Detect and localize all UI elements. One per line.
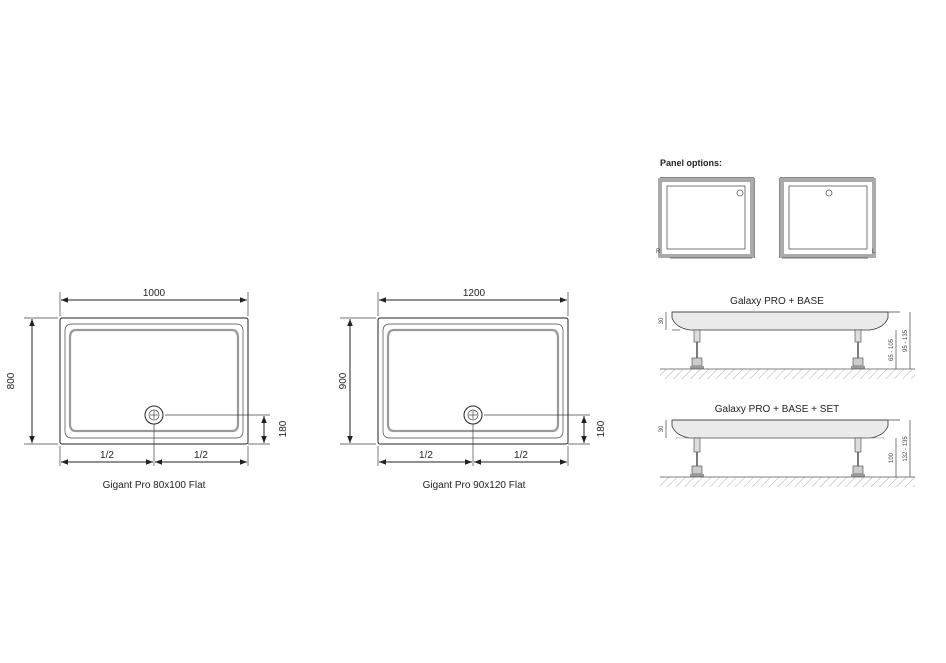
width-dimension-label: 1000 [143, 288, 166, 299]
dim-top: 30 [659, 317, 665, 324]
panel-option-label: R [656, 249, 661, 255]
section-title: Galaxy PRO + BASE [730, 296, 824, 307]
floor [660, 477, 915, 487]
half-right-label: 1/2 [194, 450, 208, 461]
half-right-label: 1/2 [514, 450, 528, 461]
height-dimension-label: 800 [6, 372, 17, 389]
panel-option-label: L [872, 249, 876, 255]
tray-basin [386, 328, 560, 433]
dim-range-b: 132 - 135 [903, 436, 909, 462]
section-title: Galaxy PRO + BASE + SET [715, 404, 840, 415]
dim-top: 30 [659, 425, 665, 432]
tray-caption: Gigant Pro 90x120 Flat [423, 480, 526, 491]
floor [660, 369, 915, 379]
panel-options: Panel options: R L [656, 158, 876, 259]
height-dimension-label: 900 [338, 372, 349, 389]
tray-inner-rim [382, 323, 564, 439]
tray-caption: Gigant Pro 80x100 Flat [103, 480, 206, 491]
tray-profile [671, 311, 889, 331]
width-dimension-label: 1200 [463, 288, 486, 299]
section-galaxy-pro-base-set: Galaxy PRO + BASE + SET 30 100 132 - 135 [659, 404, 915, 487]
drain-offset-label: 180 [278, 420, 289, 437]
panel-options-title: Panel options: [660, 158, 722, 168]
tray-drawing-90x120: 1200 900 180 1/2 1/2 Gigant Pro 90x120 F… [338, 288, 607, 491]
tray-inner-rim [64, 323, 244, 439]
dim-range-b: 95 - 135 [903, 329, 909, 352]
drain-offset-label: 180 [596, 420, 607, 437]
panel-option-right: R [656, 177, 755, 259]
panel-option-left: L [779, 177, 876, 259]
section-galaxy-pro-base: Galaxy PRO + BASE 30 65 - 105 95 - 135 [659, 296, 915, 379]
tray-basin [68, 328, 240, 433]
dim-range-a: 65 - 105 [889, 338, 895, 361]
half-left-label: 1/2 [419, 450, 433, 461]
tray-drawing-80x100: 1000 800 180 1/2 1/2 Gigant Pro 80x100 F… [6, 288, 289, 491]
tray-profile [671, 419, 889, 439]
half-left-label: 1/2 [100, 450, 114, 461]
dim-range-a: 100 [889, 452, 895, 463]
